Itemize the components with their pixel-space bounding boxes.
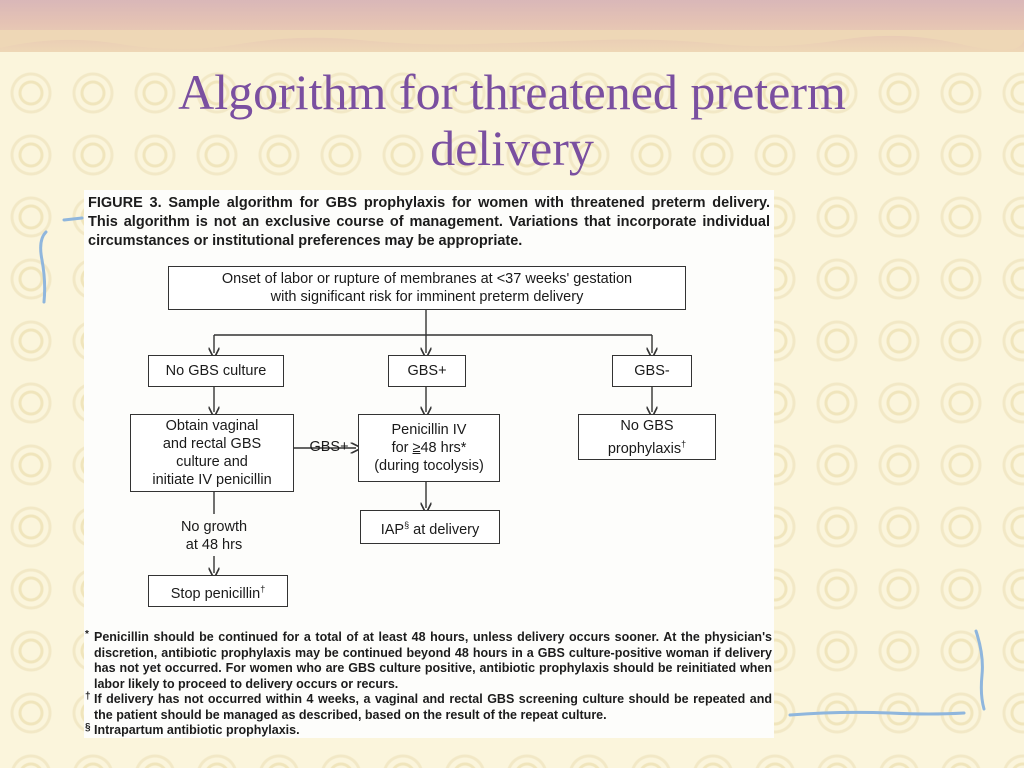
onset-line-2: with significant risk for imminent prete… <box>270 289 584 305</box>
penicillin-line-1: Penicillin IV <box>391 422 467 438</box>
penicillin-line-2: for ≥48 hrs* <box>359 439 499 457</box>
obtain-line-3: culture and <box>176 454 248 470</box>
no-growth-line-2: at 48 hrs <box>185 537 243 553</box>
footnote-mark: † <box>85 691 91 702</box>
greater-equal-symbol: ≥ <box>412 440 421 456</box>
no-prophylaxis-line-2: prophylaxis† <box>579 435 715 458</box>
stop-penicillin-node: Stop penicillin† <box>148 575 288 607</box>
flowchart-connectors <box>84 310 774 738</box>
footnote-repeat-culture: †If delivery has not occurred within 4 w… <box>85 691 772 723</box>
gbs-positive-edge-label: GBS+ <box>309 439 349 455</box>
footnote-penicillin: * Penicillin should be continued for a to… <box>85 629 772 692</box>
iap-rest-text: at delivery <box>409 521 480 538</box>
iap-line: IAP§ at delivery <box>361 516 499 539</box>
no-growth-line-1: No growth <box>180 519 248 535</box>
onset-line-1: Onset of labor or rupture of membranes a… <box>221 271 633 287</box>
penicillin-duration-text: 48 hrs* <box>420 440 467 456</box>
left-bracket-decoration <box>39 216 84 304</box>
no-growth-label: No growth at 48 hrs <box>154 518 274 554</box>
stop-line: Stop penicillin† <box>149 580 287 603</box>
footnote-text: Penicillin should be continued for a tot… <box>94 630 772 691</box>
iap-text: IAP <box>380 521 405 538</box>
gbs-negative-node: GBS- <box>612 355 692 387</box>
no-prophylaxis-text: prophylaxis <box>607 440 682 457</box>
gbs-positive-node: GBS+ <box>388 355 466 387</box>
obtain-culture-node: Obtain vaginal and rectal GBS culture an… <box>130 414 294 492</box>
footnote-mark: * <box>85 629 89 640</box>
footnote-mark: § <box>85 722 91 733</box>
obtain-line-1: Obtain vaginal <box>165 418 259 434</box>
right-bracket-decoration <box>788 629 986 717</box>
penicillin-for-text: for <box>391 440 413 456</box>
no-gbs-culture-label: No GBS culture <box>165 363 267 379</box>
no-prophylaxis-node: No GBS prophylaxis† <box>578 414 716 460</box>
slide-title: Algorithm for threatened preterm deliver… <box>178 64 846 176</box>
obtain-line-2: and rectal GBS <box>162 436 262 452</box>
dagger-mark: † <box>681 438 687 449</box>
algorithm-figure: FIGURE 3. Sample algorithm for GBS proph… <box>84 190 774 738</box>
obtain-line-4: initiate IV penicillin <box>152 472 272 488</box>
iap-at-delivery-node: IAP§ at delivery <box>360 510 500 544</box>
footnote-text: If delivery has not occurred within 4 we… <box>94 692 772 722</box>
section-mark: § <box>404 519 410 530</box>
stop-text: Stop penicillin <box>170 585 261 602</box>
onset-node: Onset of labor or rupture of membranes a… <box>168 266 686 310</box>
gbs-negative-label: GBS- <box>634 363 670 379</box>
gbs-positive-label: GBS+ <box>407 363 447 379</box>
footnote-iap: §Intrapartum antibiotic prophylaxis. <box>85 722 772 739</box>
footnote-text: Intrapartum antibiotic prophylaxis. <box>94 723 300 737</box>
top-band-wave <box>0 30 1024 51</box>
dagger-mark: † <box>260 583 266 594</box>
penicillin-iv-node: Penicillin IV for ≥48 hrs* (during tocol… <box>358 414 500 482</box>
figure-caption: FIGURE 3. Sample algorithm for GBS proph… <box>88 195 770 249</box>
penicillin-line-3: (during tocolysis) <box>374 458 484 474</box>
no-prophylaxis-line-1: No GBS <box>620 417 674 434</box>
no-gbs-culture-node: No GBS culture <box>148 355 284 387</box>
footnotes: * Penicillin should be continued for a to… <box>85 629 772 739</box>
